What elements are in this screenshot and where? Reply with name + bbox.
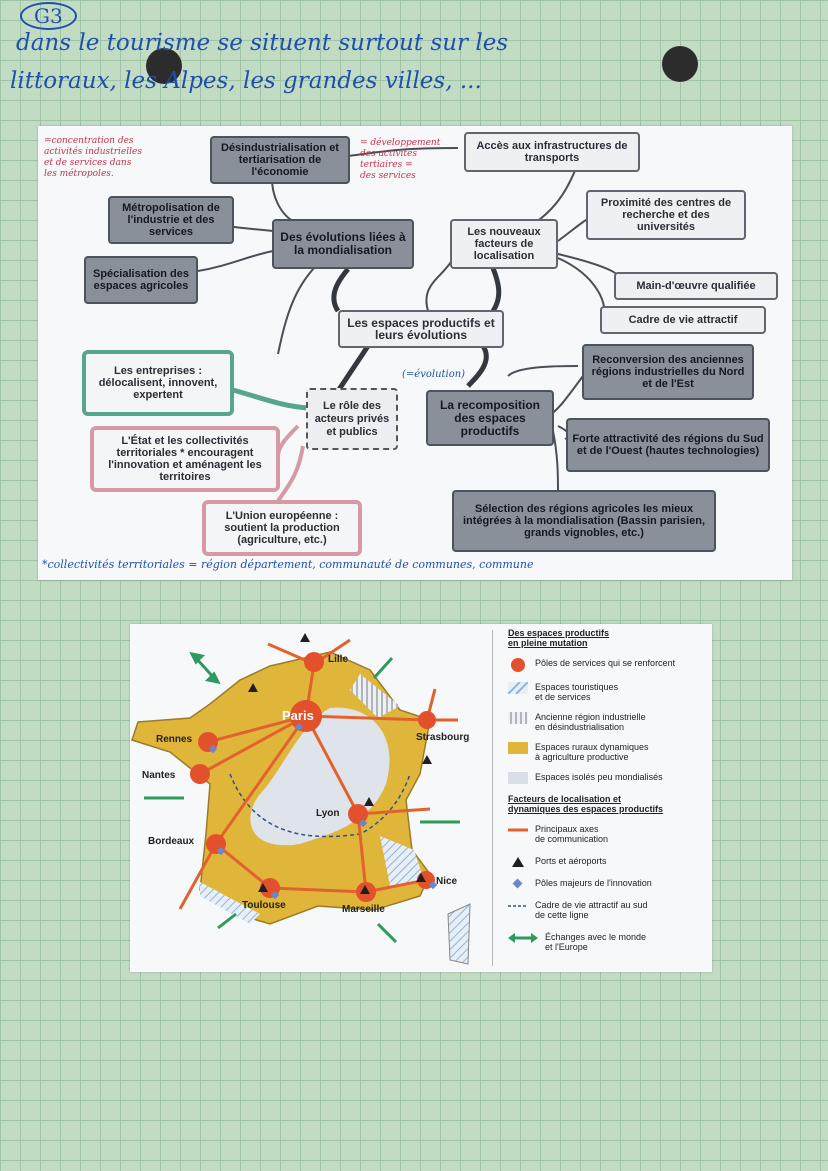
legend-title-1b: en pleine mutation [508,638,588,648]
note-concentration-4: les métropoles. [44,169,114,179]
city-lille: Lille [328,654,349,665]
city-nice: Nice [436,876,458,887]
double-arrow-icon [508,933,538,943]
red-circle-icon [511,658,525,672]
handwritten-line-1: dans le tourisme se situent surtout sur … [16,30,509,56]
dashed-line-icon [508,905,528,907]
mindmap-desindustrialisation: Désindustrialisation et tertiarisation d… [210,136,350,184]
mindmap-acces: Accès aux infrastructures de transports [464,132,640,172]
city-marseille: Marseille [342,904,385,915]
mindmap-cadre: Cadre de vie attractif [600,306,766,334]
france-map [131,633,471,965]
note-concentration-1: =concentration des [44,136,134,146]
mindmap-metropolisation: Métropolisation de l'industrie et des se… [108,196,234,244]
mindmap-etat: L'État et les collectivités territoriale… [90,426,280,492]
note-concentration-2: activités industrielles [44,147,142,157]
city-toulouse: Toulouse [242,900,286,911]
mindmap-main-oeuvre: Main-d'œuvre qualifiée [614,272,778,300]
note-evolution: (=évolution) [402,369,466,380]
yellow-swatch-icon [508,742,528,754]
mindmap-reconversion: Reconversion des anciennes régions indus… [582,344,754,400]
legend-item-ports: Ports et aéroports [508,856,607,868]
legend-title-1a: Des espaces productifs [508,628,610,638]
city-strasbourg: Strasbourg [416,732,470,743]
triangle-icon [512,857,524,867]
mindmap-printout: Les espaces productifs et leurs évolutio… [38,126,792,580]
note-developpement-3: tertiaires = [360,160,413,170]
diamond-icon [512,878,523,889]
note-developpement-4: des services [360,171,416,181]
legend-item-isoles: Espaces isolés peu mondialisés [508,772,663,784]
mindmap-specialisation: Spécialisation des espaces agricoles [84,256,198,304]
city-paris: Paris [282,708,314,723]
binder-hole-left [146,48,182,84]
hatch-swatch-icon [508,682,528,694]
mindmap-center: Les espaces productifs et leurs évolutio… [338,310,504,348]
binder-hole-right [662,46,698,82]
legend-divider [492,630,493,966]
handwritten-line-2: littoraux, les Alpes, les grandes villes… [10,68,482,94]
note-concentration-3: et de services dans [44,158,132,168]
mindmap-role: Le rôle des acteurs privés et publics [306,388,398,450]
city-bordeaux: Bordeaux [148,836,195,847]
note-footnote: *collectivités territoriales = région dé… [42,558,534,571]
mindmap-proximite: Proximité des centres de recherche et de… [586,190,746,240]
legend-item-innovation: Pôles majeurs de l'innovation [508,878,652,890]
map-printout: Lille Paris Rennes Strasbourg Nantes Lyo… [130,624,712,972]
grey-swatch-icon [508,772,528,784]
mindmap-ue: L'Union européenne : soutient la product… [202,500,362,556]
mindmap-evolutions: Des évolutions liées à la mondialisation [272,219,414,269]
mindmap-forte-attractivite: Forte attractivité des régions du Sud et… [566,418,770,472]
city-rennes: Rennes [156,734,193,745]
legend-item-poles-services: Pôles de services qui se renforcent [508,658,675,672]
note-developpement-2: des activités [360,149,417,159]
legend-title-2a: Facteurs de localisation et [508,794,622,804]
legend-title-2b: dynamiques des espaces productifs [508,804,664,814]
page-number: G3 [20,2,77,30]
note-developpement-1: = développement [360,138,441,148]
city-lyon: Lyon [316,808,340,819]
mindmap-recomposition: La recomposition des espaces productifs [426,390,554,446]
map-legend: Des espaces productifs en pleine mutatio… [508,628,708,968]
mindmap-selection: Sélection des régions agricoles les mieu… [452,490,716,552]
mindmap-entreprises: Les entreprises : délocalisent, innovent… [82,350,234,416]
city-nantes: Nantes [142,770,176,781]
vlines-swatch-icon [508,712,528,724]
axis-line-icon [508,828,528,832]
mindmap-facteurs: Les nouveaux facteurs de localisation [450,219,558,269]
